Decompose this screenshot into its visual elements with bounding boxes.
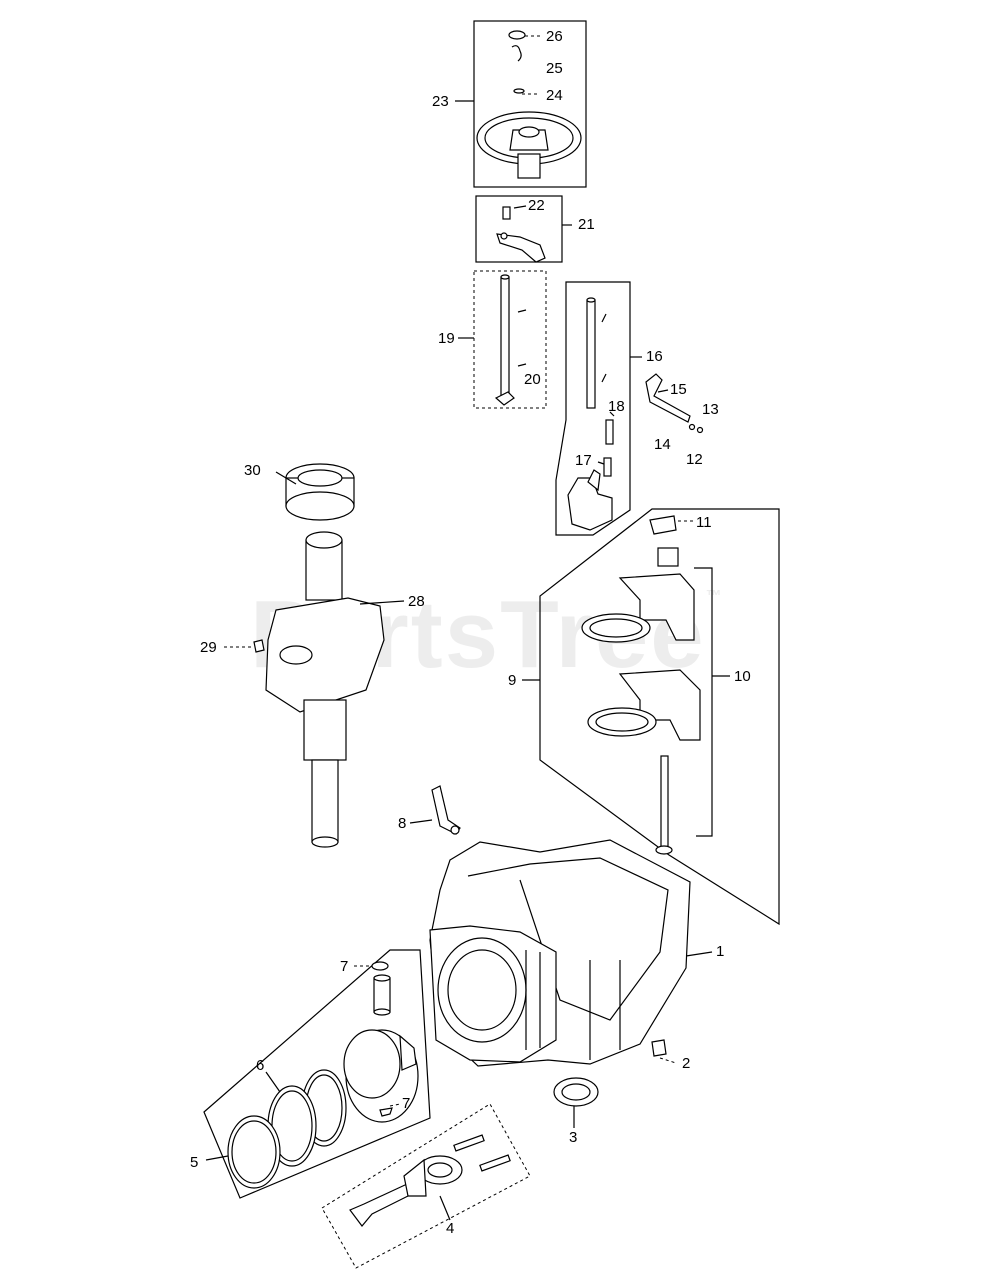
crankcase-1 [429, 839, 691, 1067]
label-12: 12 [686, 451, 703, 468]
label-25: 25 [546, 60, 563, 77]
label-18: 18 [608, 398, 625, 415]
label-26: 26 [546, 28, 563, 45]
group-19-shaft [473, 270, 547, 409]
label-7b: 7 [402, 1095, 410, 1112]
group-4-connecting-rod [321, 1103, 531, 1269]
label-21: 21 [578, 216, 595, 233]
label-15: 15 [670, 381, 687, 398]
label-19: 19 [438, 330, 455, 347]
label-2: 2 [682, 1055, 690, 1072]
label-23: 23 [432, 93, 449, 110]
leader-lines [205, 35, 730, 1221]
label-24: 24 [546, 87, 563, 104]
label-10: 10 [734, 668, 751, 685]
label-20: 20 [524, 371, 541, 388]
label-1: 1 [716, 943, 724, 960]
label-5: 5 [190, 1154, 198, 1171]
label-3: 3 [569, 1129, 577, 1146]
label-7a: 7 [340, 958, 348, 975]
label-9: 9 [508, 672, 516, 689]
crankshaft-assembly [253, 463, 385, 848]
label-16: 16 [646, 348, 663, 365]
group-piston-rings [203, 949, 431, 1199]
label-8: 8 [398, 815, 406, 832]
callout-labels: 26 25 24 23 22 21 19 20 16 15 18 13 14 1… [190, 28, 751, 1237]
label-17: 17 [575, 452, 592, 469]
label-29: 29 [200, 639, 217, 656]
group-9-valve-train [539, 508, 780, 926]
seal-3 [553, 1077, 599, 1107]
label-11: 11 [696, 514, 712, 531]
label-13: 13 [702, 401, 719, 418]
bracket-8 [431, 785, 461, 835]
label-22: 22 [528, 197, 545, 214]
label-14: 14 [654, 436, 671, 453]
label-28: 28 [408, 593, 425, 610]
group-21-governor-lever [475, 195, 563, 263]
group-16-governor-assembly [555, 281, 704, 536]
label-6: 6 [256, 1057, 264, 1074]
label-4: 4 [446, 1220, 454, 1237]
group-23-cam-gear [473, 20, 587, 188]
label-30: 30 [244, 462, 261, 479]
